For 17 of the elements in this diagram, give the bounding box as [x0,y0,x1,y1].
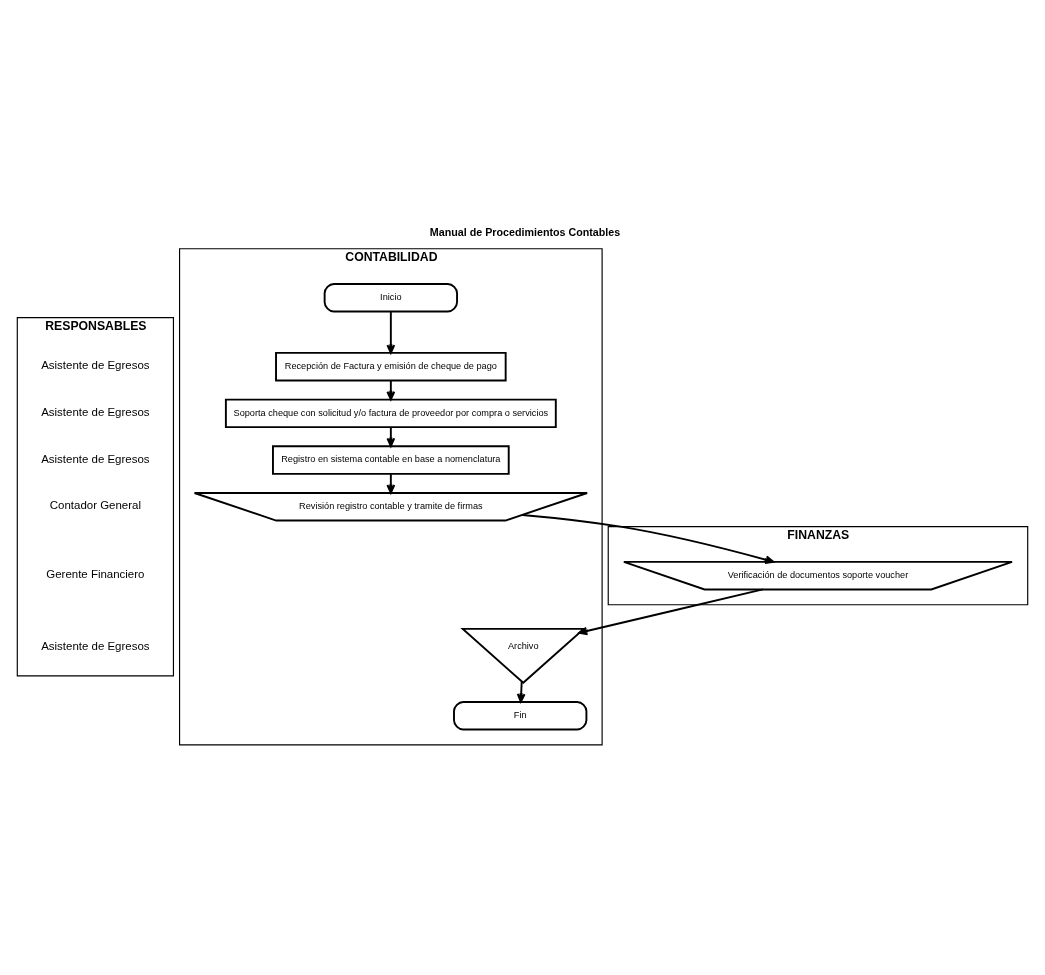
label: Asistente de Egresos [41,639,150,652]
node-box: Soporta cheque con solicitud y/o factura de proveedor por compra o servicios [224,398,557,428]
label: Asistente de Egresos [41,405,150,418]
node-box: Recepción de Factura y emisión de cheque de pago [275,351,507,381]
arrow [521,513,775,564]
label: Contador General [49,498,141,511]
label: Asistente de Egresos [41,358,150,371]
arrow [386,425,396,447]
arrow [386,472,396,494]
label: Asistente de Egresos [41,452,150,465]
arrow [386,310,396,354]
label: Gerente Financiero [46,567,145,580]
node-box: Inicio [323,282,458,312]
arrow [386,379,396,400]
node-box: Registro en sistema contable en base a nomenclatura [272,444,510,475]
node-box: Fin [453,700,588,730]
diagram-title: Manual de Procedimientos Contables [429,225,621,238]
